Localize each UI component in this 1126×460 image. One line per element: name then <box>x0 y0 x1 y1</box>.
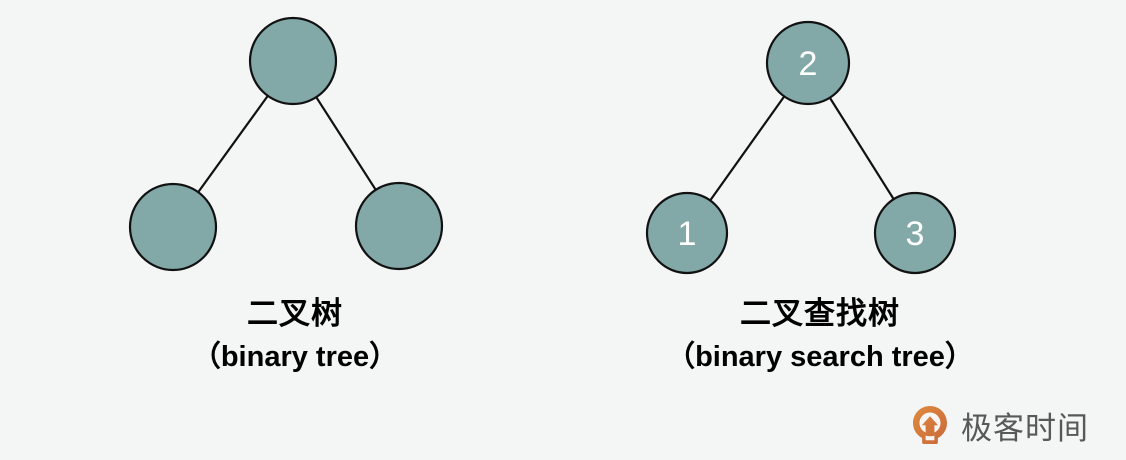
tree-edge <box>314 95 378 192</box>
caption-binary-search-tree: 二叉查找树 （binary search tree） <box>640 296 1000 374</box>
brand-watermark: 极客时间 <box>908 402 1089 448</box>
tree-node-label: 3 <box>906 215 925 253</box>
tree-node: 3 <box>873 191 957 275</box>
tree-node-circle <box>354 181 444 271</box>
brand-text: 极客时间 <box>961 410 1089 447</box>
tree-node-circle <box>248 16 338 106</box>
caption-binary-search-tree-en: （binary search tree） <box>666 340 974 373</box>
tree-node-label: 2 <box>799 45 818 83</box>
tree-node-label: 1 <box>678 215 697 253</box>
tree-node-circle <box>128 182 218 272</box>
caption-binary-tree-en: （binary tree） <box>191 340 399 373</box>
tree-edge <box>196 93 270 195</box>
tree-node <box>128 182 218 272</box>
tree-node-circle <box>645 191 729 275</box>
tree-edge <box>828 95 896 202</box>
tree-node <box>248 16 338 106</box>
tree-edge <box>708 94 786 203</box>
geektime-logo-icon <box>913 406 947 444</box>
caption-binary-search-tree-cn: 二叉查找树 <box>740 296 900 331</box>
caption-binary-tree: 二叉树 （binary tree） <box>145 296 445 374</box>
caption-binary-tree-cn: 二叉树 <box>247 296 343 331</box>
tree-node <box>354 181 444 271</box>
tree-node-circle <box>873 191 957 275</box>
tree-node: 1 <box>645 191 729 275</box>
tree-node-circle <box>765 20 851 106</box>
tree-node: 2 <box>765 20 851 106</box>
